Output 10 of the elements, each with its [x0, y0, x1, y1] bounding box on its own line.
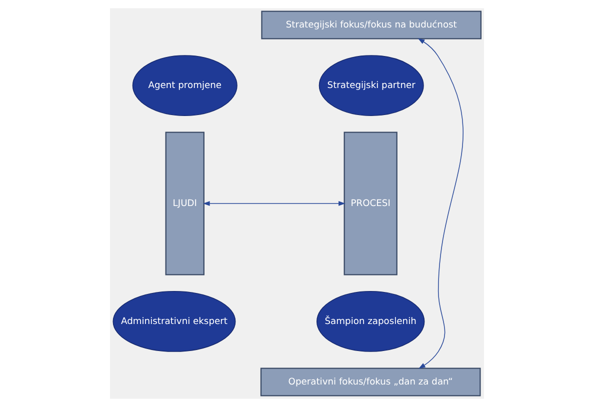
node-ellipse: Administrativni ekspert	[112, 291, 236, 352]
node-box: Operativni fokus/fokus „dan za dan“	[260, 368, 480, 396]
node-ellipse: Strategijski partner	[318, 55, 424, 116]
node-box: Strategijski fokus/fokus na budućnost	[260, 10, 482, 40]
node-ellipse: Šampion zaposlenih	[316, 291, 424, 352]
node-box: LJUDI	[164, 132, 204, 276]
node-ellipse: Agent promjene	[132, 55, 237, 116]
node-box: PROCESI	[343, 132, 397, 276]
arrow	[417, 38, 463, 369]
arrow	[202, 201, 345, 206]
